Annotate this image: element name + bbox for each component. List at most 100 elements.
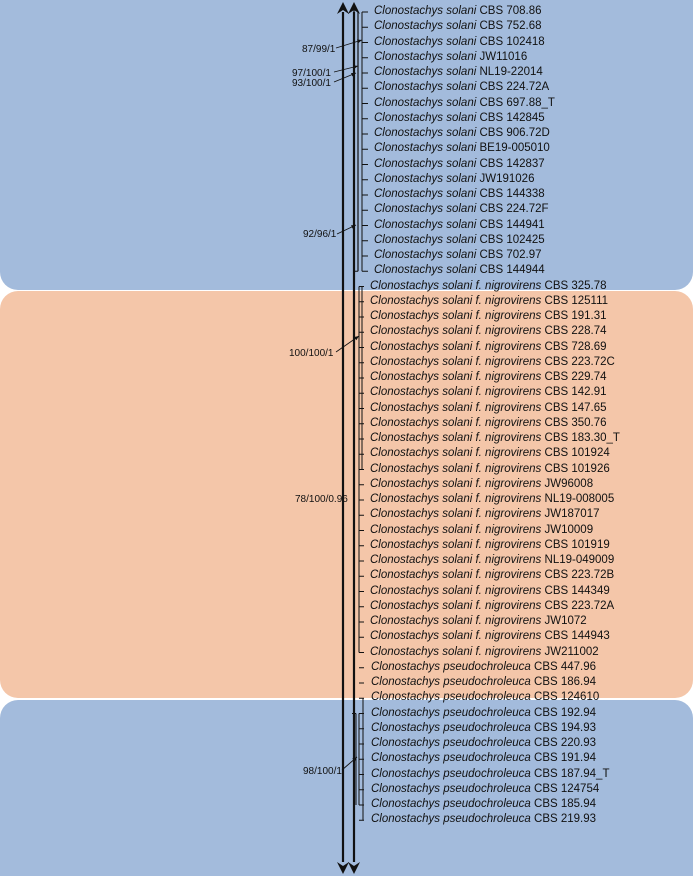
taxon-label: Clonostachys solani f. nigrovirens CBS 2…	[370, 569, 614, 582]
arrow-up-icon	[348, 2, 360, 14]
taxon-label: Clonostachys solani BE19-005010	[374, 142, 550, 155]
species-name: Clonostachys solani f. nigrovirens	[370, 416, 542, 429]
taxon-label: Clonostachys solani f. nigrovirens CBS 1…	[370, 630, 610, 643]
taxon-label: Clonostachys solani f. nigrovirens CBS 2…	[370, 325, 607, 338]
strain-id: CBS 906.72D	[479, 127, 550, 139]
species-name: Clonostachys pseudochroleuca	[371, 660, 531, 673]
species-name: Clonostachys pseudochroleuca	[371, 767, 531, 780]
species-name: Clonostachys solani	[374, 66, 477, 78]
taxon-label: Clonostachys solani CBS 224.72A	[374, 81, 549, 94]
strain-id: CBS 192.94	[534, 706, 597, 719]
taxon-label: Clonostachys solani CBS 144941	[374, 219, 545, 232]
strain-id: CBS 325.78	[544, 279, 607, 292]
taxon-label: Clonostachys solani f. nigrovirens JW107…	[370, 615, 587, 628]
taxon-label: Clonostachys solani f. nigrovirens CBS 1…	[370, 432, 620, 445]
clade-background-solani	[0, 0, 693, 290]
taxon-label: Clonostachys solani f. nigrovirens CBS 1…	[370, 539, 610, 552]
species-name: Clonostachys solani f. nigrovirens	[370, 569, 542, 582]
support-pointer-head	[351, 225, 356, 229]
species-name: Clonostachys solani	[374, 142, 477, 155]
species-name: Clonostachys solani	[374, 111, 477, 124]
strain-id: JW96008	[544, 477, 594, 490]
taxon-label: Clonostachys solani CBS 224.72F	[374, 203, 549, 216]
strain-id: CBS 124610	[534, 691, 600, 704]
species-name: Clonostachys solani	[374, 157, 477, 170]
taxon-label: Clonostachys solani CBS 702.97	[374, 249, 542, 262]
strain-id: CBS 728.69	[544, 340, 607, 353]
species-name: Clonostachys solani f. nigrovirens	[370, 508, 542, 521]
species-name: Clonostachys solani	[374, 203, 477, 216]
strain-id: NL19-22014	[479, 66, 543, 78]
taxon-label: Clonostachys solani NL19-22014	[374, 66, 543, 79]
species-name: Clonostachys solani f. nigrovirens	[370, 615, 542, 627]
support-value: 93/100/1	[292, 78, 331, 89]
strain-id: CBS 101919	[544, 538, 610, 551]
strain-id: CBS 124754	[534, 782, 600, 795]
species-name: Clonostachys solani f. nigrovirens	[370, 584, 542, 597]
taxon-label: Clonostachys solani CBS 906.72D	[374, 127, 550, 140]
support-pointer-head	[354, 336, 359, 341]
species-name: Clonostachys solani f. nigrovirens	[370, 310, 542, 322]
species-name: Clonostachys pseudochroleuca	[371, 706, 531, 719]
support-value: 78/100/0.96	[295, 494, 348, 505]
species-name: Clonostachys solani	[374, 96, 477, 109]
species-name: Clonostachys pseudochroleuca	[371, 737, 531, 749]
strain-id: CBS 224.72A	[479, 81, 550, 94]
strain-id: CBS 102418	[479, 35, 545, 48]
strain-id: CBS 183.30_T	[544, 432, 620, 444]
strain-id: CBS 142845	[479, 111, 545, 124]
species-name: Clonostachys solani f. nigrovirens	[370, 599, 542, 612]
clade-background-nigrovirens	[0, 291, 693, 698]
strain-id: CBS 187.94_T	[534, 767, 610, 780]
species-name: Clonostachys solani f. nigrovirens	[370, 538, 542, 551]
strain-id: BE19-005010	[479, 142, 550, 155]
arrow-down-icon	[337, 862, 349, 874]
taxon-label: Clonostachys solani CBS 102418	[374, 36, 545, 49]
taxon-label: Clonostachys pseudochroleuca CBS 220.93	[371, 737, 596, 750]
strain-id: NL19-049009	[544, 554, 615, 566]
taxon-label: Clonostachys solani f. nigrovirens CBS 1…	[370, 386, 607, 399]
taxon-label: Clonostachys solani CBS 752.68	[374, 20, 542, 33]
species-name: Clonostachys solani	[374, 81, 477, 94]
taxon-label: Clonostachys solani JW11016	[374, 51, 527, 64]
species-name: Clonostachys solani f. nigrovirens	[370, 401, 542, 414]
species-name: Clonostachys solani f. nigrovirens	[370, 340, 542, 353]
species-name: Clonostachys pseudochroleuca	[371, 721, 531, 734]
species-name: Clonostachys solani f. nigrovirens	[370, 477, 542, 490]
taxon-label: Clonostachys pseudochroleuca CBS 187.94_…	[371, 768, 609, 781]
strain-id: CBS 223.72B	[544, 569, 615, 582]
strain-id: CBS 125111	[544, 294, 609, 307]
strain-id: CBS 223.72A	[544, 599, 615, 612]
taxon-label: Clonostachys solani CBS 697.88_T	[374, 97, 555, 110]
taxon-label: Clonostachys pseudochroleuca CBS 219.93	[371, 813, 596, 826]
species-name: Clonostachys pseudochroleuca	[371, 813, 531, 826]
taxon-label: Clonostachys solani f. nigrovirens CBS 1…	[370, 310, 607, 323]
taxon-label: Clonostachys pseudochroleuca CBS 124610	[371, 691, 599, 704]
strain-id: CBS 223.72C	[544, 355, 615, 368]
support-pointer-line	[335, 335, 360, 353]
strain-id: NL19-008005	[544, 493, 615, 505]
taxon-label: Clonostachys solani CBS 142837	[374, 158, 545, 171]
support-value: 98/100/1	[303, 766, 342, 777]
species-name: Clonostachys solani	[374, 50, 477, 63]
strain-id: CBS 191.31	[544, 310, 607, 322]
strain-id: CBS 144338	[479, 188, 545, 200]
species-name: Clonostachys solani f. nigrovirens	[370, 432, 542, 444]
strain-id: JW187017	[544, 508, 600, 521]
taxon-label: Clonostachys pseudochroleuca CBS 194.93	[371, 722, 596, 735]
support-value: 97/100/1	[292, 68, 331, 79]
taxon-label: Clonostachys solani f. nigrovirens CBS 1…	[370, 402, 607, 415]
species-name: Clonostachys solani f. nigrovirens	[370, 355, 542, 368]
support-value: 100/100/1	[289, 348, 334, 359]
species-name: Clonostachys solani	[374, 249, 477, 261]
strain-id: JW211002	[544, 645, 599, 658]
taxon-label: Clonostachys solani CBS 708.86	[374, 5, 542, 18]
strain-id: CBS 194.93	[534, 721, 597, 734]
species-name: Clonostachys solani f. nigrovirens	[370, 493, 542, 505]
taxon-label: Clonostachys solani CBS 102425	[374, 234, 545, 247]
strain-id: CBS 144944	[479, 264, 545, 277]
taxon-label: Clonostachys solani JW191026	[374, 173, 534, 186]
species-name: Clonostachys solani	[374, 127, 477, 139]
strain-id: CBS 144349	[544, 584, 610, 597]
